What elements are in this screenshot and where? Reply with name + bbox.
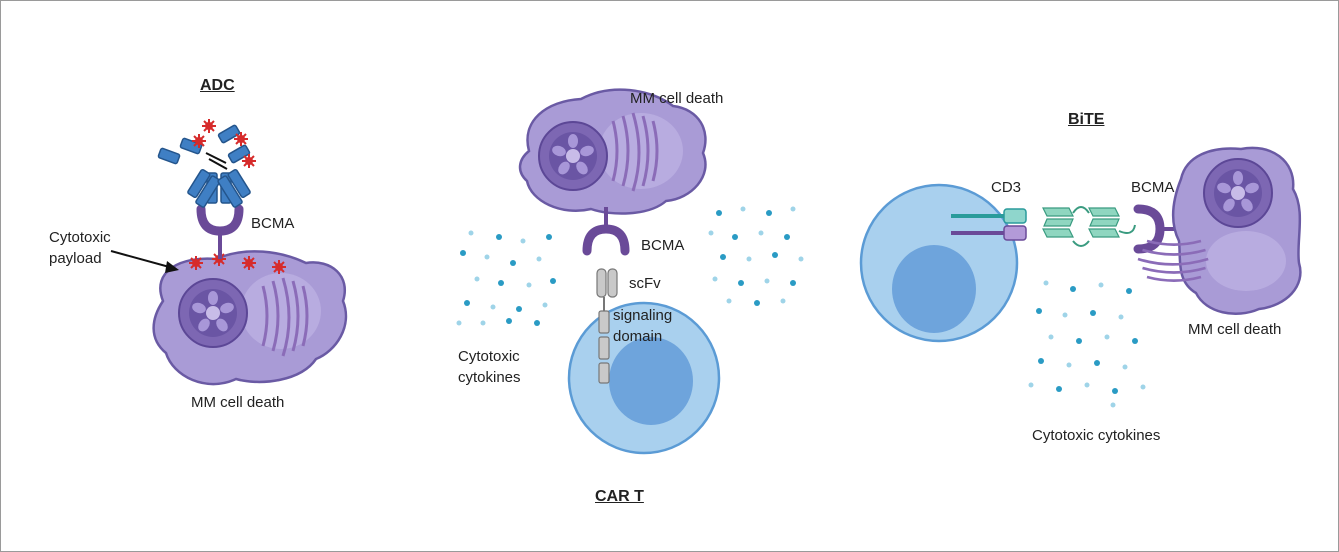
adc-antibody-icon	[157, 124, 251, 208]
adc-bcma-receptor-icon	[196, 204, 244, 236]
adc-panel	[110, 118, 348, 386]
bite-bcma-receptor-icon	[1133, 204, 1165, 254]
payload-arrow	[110, 250, 174, 269]
cart-panel	[456, 88, 804, 455]
payload-burst-icon	[271, 259, 287, 275]
payload-burst-icon	[188, 255, 204, 271]
adc-nucleus	[178, 278, 248, 348]
adc-bcma-label: BCMA	[251, 215, 295, 232]
payload-burst-icon	[191, 133, 207, 149]
bite-nucleus	[1203, 158, 1273, 228]
bite-cytokines-label: Cytotoxic cytokines	[1032, 427, 1161, 444]
signaling-label-line1: signaling	[613, 307, 673, 324]
signaling-label-line2: domain	[613, 328, 663, 345]
adc-payload-label-line2: payload	[49, 250, 102, 267]
cart-cytokines-label-line1: Cytotoxic	[458, 348, 520, 365]
cart-bcma-receptor-icon	[582, 224, 630, 256]
payload-burst-icon	[241, 153, 257, 169]
scfv-label: scFv	[629, 275, 661, 292]
cart-bcma-label: BCMA	[641, 237, 685, 254]
cart-outcome-label: MM cell death	[630, 90, 724, 107]
cd3-receptor-icon	[1003, 208, 1027, 224]
car-t-nucleus	[609, 337, 693, 425]
bite-molecule-icon	[1042, 206, 1136, 247]
adc-outcome-label: MM cell death	[191, 394, 285, 411]
cart-cytokines-left	[456, 230, 556, 326]
bite-bcma-label: BCMA	[1131, 179, 1175, 196]
bite-title: BiTE	[1068, 111, 1105, 128]
bite-cytokines	[1028, 280, 1146, 408]
car-receptor-icon	[596, 268, 618, 384]
cd3-label: CD3	[991, 179, 1022, 196]
payload-burst-icon	[241, 255, 257, 271]
cart-cytokines-label-line2: cytokines	[458, 369, 521, 386]
payload-burst-icon	[201, 118, 217, 134]
bite-panel	[859, 146, 1302, 408]
bite-outcome-label: MM cell death	[1188, 321, 1282, 338]
cart-cytokines-right	[708, 206, 804, 306]
adc-payload-label-line1: Cytotoxic	[49, 229, 111, 246]
adc-title: ADC	[200, 77, 235, 94]
payload-burst-icon	[233, 131, 249, 147]
bite-t-nucleus	[892, 245, 976, 333]
cart-title: CAR T	[595, 488, 644, 505]
cart-nucleus	[538, 121, 608, 191]
tcr-receptor-icon	[1003, 225, 1027, 241]
